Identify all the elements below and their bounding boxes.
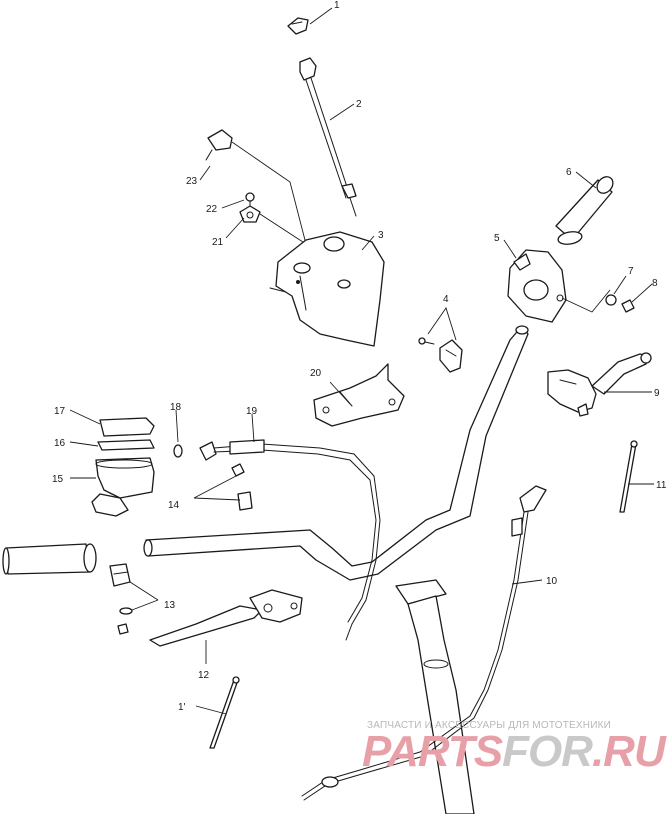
callout-9: 9 [654, 388, 660, 399]
part-3-housing [269, 231, 385, 347]
callout-16: 16 [54, 438, 66, 449]
callout-5: 5 [494, 233, 500, 244]
part-11-rod-left [209, 676, 240, 749]
part-12-lever [149, 589, 303, 647]
callout-2: 2 [356, 99, 362, 110]
callout-7: 7 [628, 266, 634, 277]
callout-23: 23 [186, 176, 198, 187]
part-4-clamp [439, 339, 463, 373]
watermark-brand: PARTSFOR.RU [362, 728, 667, 776]
part-8-cap [621, 299, 635, 313]
callout-14: 14 [168, 500, 180, 511]
callout-12: 12 [198, 670, 210, 681]
part-14-clamp [237, 491, 253, 511]
part-7-nut [605, 294, 617, 306]
part-9-lever [547, 352, 652, 417]
callout-8: 8 [652, 278, 658, 289]
watermark-brand-for: FOR [502, 727, 593, 776]
callout-21: 21 [212, 237, 224, 248]
part-13-bolt [117, 623, 129, 635]
callout-22: 22 [206, 204, 218, 215]
watermark-tagline: ЗАПЧАСТИ И АКСЕССУАРЫ ДЛЯ МОТОТЕХНИКИ [367, 720, 612, 731]
callout-20: 20 [310, 368, 322, 379]
part-18-plug [173, 444, 183, 458]
callout-3: 3 [378, 230, 384, 241]
callout-4: 4 [443, 294, 449, 305]
part-20-bracket [313, 363, 405, 427]
part-13-clamp [109, 563, 131, 587]
callout-18: 18 [170, 402, 182, 413]
callout-15: 15 [52, 474, 64, 485]
part-2-cable [299, 57, 357, 217]
part-4-screw [418, 337, 435, 345]
part-1-cap [287, 17, 309, 35]
part-21-nut [239, 205, 261, 223]
part-16-diaphragm [97, 439, 155, 451]
part-19-cable [199, 439, 381, 641]
callout-1: 1 [334, 0, 340, 11]
part-22-screw [245, 192, 255, 211]
watermark-brand-ru: .RU [591, 727, 666, 776]
part-10-cable [301, 485, 547, 801]
callout-11-left: 1' [178, 702, 186, 713]
watermark-brand-parts: PARTS [362, 727, 503, 776]
callout-13: 13 [164, 600, 176, 611]
callout-10: 10 [546, 576, 558, 587]
part-15-reservoir [91, 457, 155, 517]
callout-11-right: 11 [656, 480, 667, 491]
part-5-switch [507, 249, 567, 323]
part-17-cover [99, 417, 155, 437]
part-6-grip [555, 176, 614, 245]
steering-post [395, 579, 475, 814]
part-13-washer [119, 607, 133, 615]
handlebar [143, 325, 529, 581]
part-23-fitting [205, 129, 233, 161]
left-grip [2, 543, 97, 575]
part-11-rod-right [619, 440, 638, 513]
callout-17: 17 [54, 406, 66, 417]
part-14-bolt [231, 463, 245, 477]
callout-19: 19 [246, 406, 258, 417]
callout-6: 6 [566, 167, 572, 178]
